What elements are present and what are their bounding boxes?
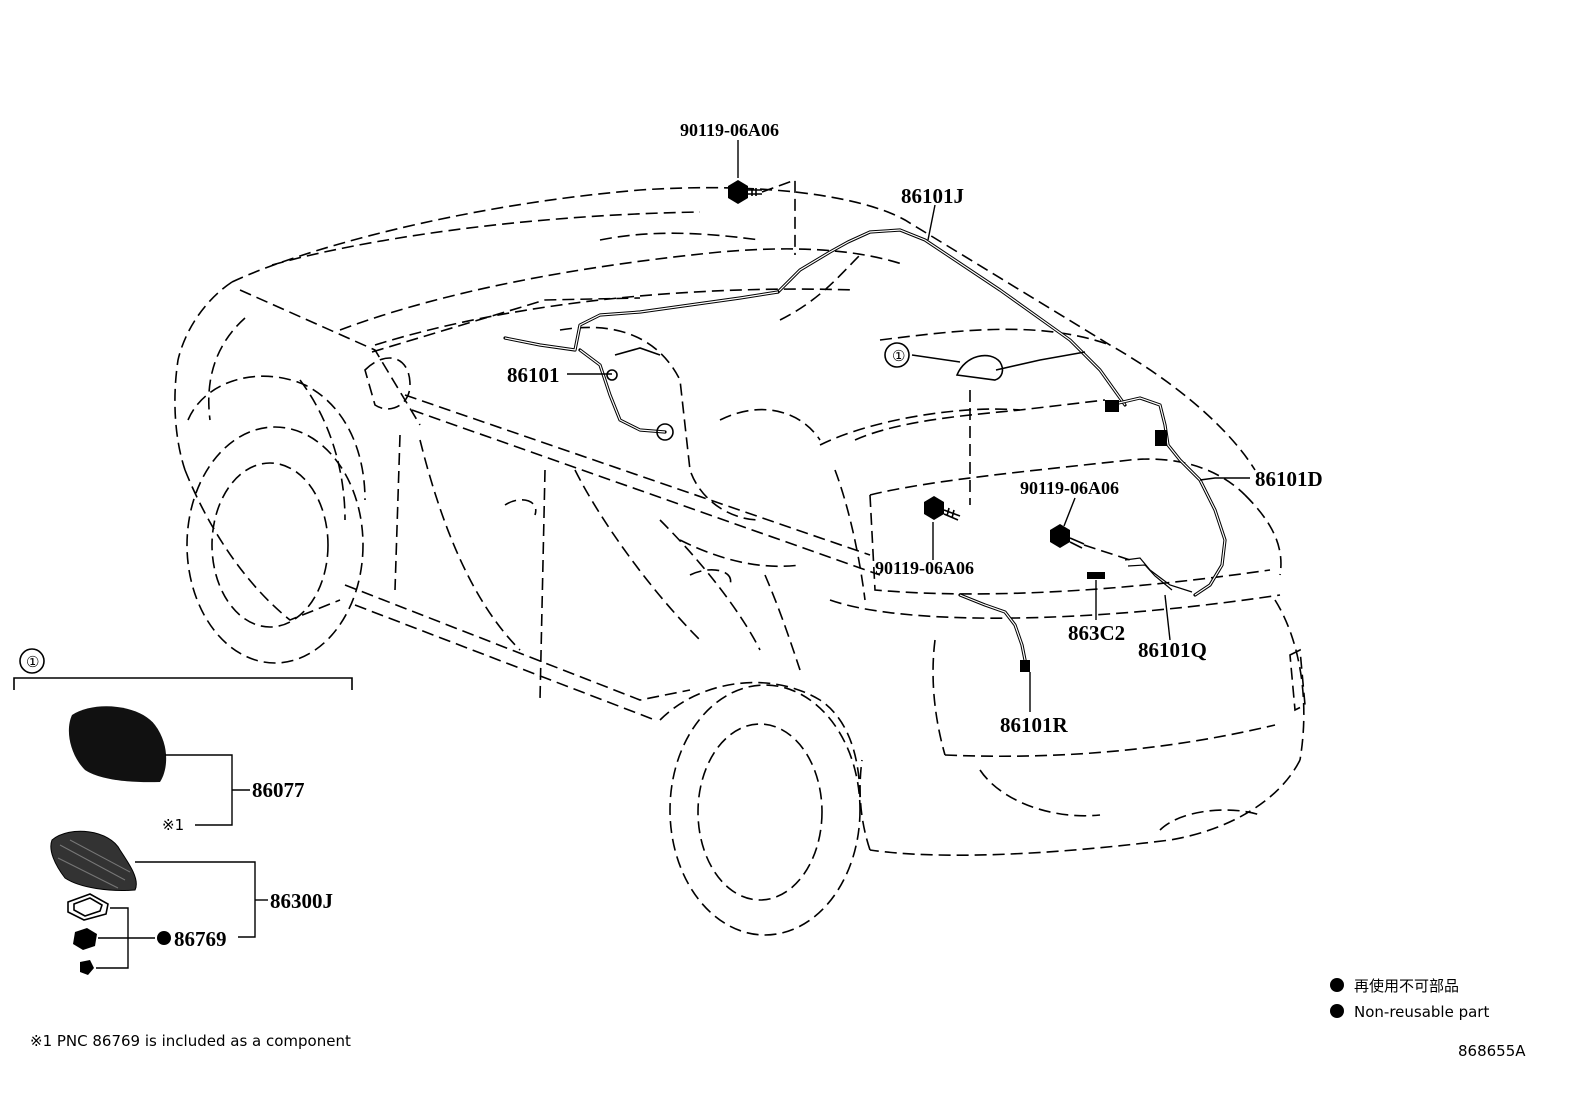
connector-863c2 [1087, 572, 1105, 579]
bolt-top-fitting-line [761, 178, 796, 255]
inset-group-marker: ① [26, 653, 39, 671]
harness-86101d-back-door [1105, 396, 1227, 597]
bolt-right [1050, 524, 1085, 549]
label-86300j: 86300J [270, 889, 333, 913]
harness-86101r [958, 593, 1030, 672]
label-86101q: 86101Q [1138, 638, 1207, 662]
legend: 再使用不可部品 Non-reusable part [1330, 977, 1489, 1021]
bolt-center [924, 496, 961, 521]
leader-lines [567, 140, 1250, 712]
antenna-assy-bracket [135, 861, 256, 938]
antenna-inset: ① 86077 ※1 86769 86300J [13, 648, 353, 975]
label-86077: 86077 [252, 778, 305, 802]
footnote: ※1 PNC 86769 is included as a component [30, 1032, 351, 1050]
legend-marker-en [1330, 1004, 1344, 1018]
harness-86101j-roof [776, 228, 1127, 407]
legend-text-jp: 再使用不可部品 [1354, 977, 1459, 995]
non-reusable-marker [157, 931, 171, 945]
antenna-cover-leader [165, 754, 233, 826]
group-marker-circle [884, 342, 910, 368]
label-86101j: 86101J [901, 184, 964, 208]
bolt-right-fitting-line [1083, 544, 1131, 561]
antenna-assy-shape [50, 830, 137, 891]
label-86769: 86769 [174, 927, 227, 951]
inset-bracket [13, 677, 353, 690]
gasket-pad-shape [67, 893, 109, 921]
antenna-cover-shape [68, 706, 167, 783]
label-863c2: 863C2 [1068, 621, 1125, 645]
bolt-top [728, 180, 762, 204]
inset-group-marker-circle [19, 648, 45, 674]
harness-86101-main [503, 290, 780, 441]
legend-marker-jp [1330, 978, 1344, 992]
note-mark-1: ※1 [162, 816, 184, 834]
label-86101r: 86101R [1000, 713, 1069, 737]
label-86101: 86101 [507, 363, 560, 387]
roof-antenna-on-vehicle [955, 354, 1004, 381]
label-bolt-top: 90119-06A06 [680, 120, 779, 140]
nut-shape [73, 928, 97, 950]
group-marker-on-car: ① [892, 347, 905, 365]
harness-86101q [1124, 557, 1193, 593]
vehicle-outline [174, 186, 1306, 936]
diagram-id: 868655A [1458, 1042, 1526, 1060]
legend-text-en: Non-reusable part [1354, 1003, 1489, 1021]
label-86101d: 86101D [1255, 467, 1323, 491]
screw-shape [80, 960, 94, 975]
label-bolt-right: 90119-06A06 [1020, 478, 1119, 498]
label-bolt-center: 90119-06A06 [875, 558, 974, 578]
